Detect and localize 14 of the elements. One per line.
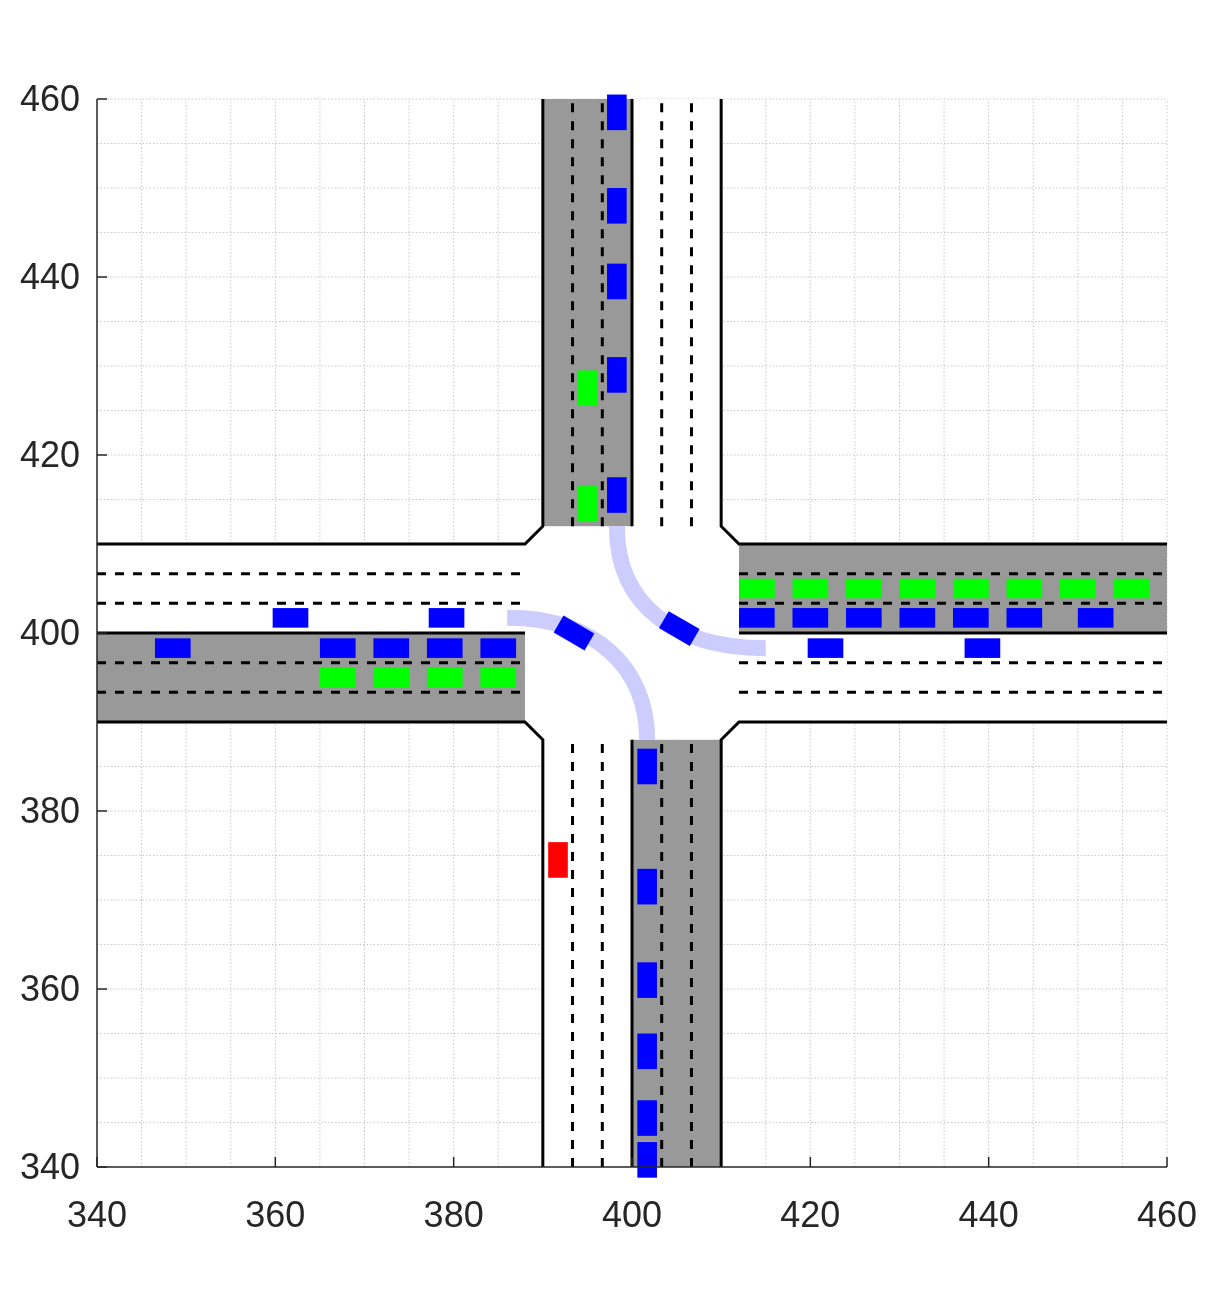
- tick-label: 460: [19, 79, 80, 119]
- tick-label: 420: [19, 435, 80, 475]
- tick-label: 340: [66, 1195, 128, 1235]
- tick-label: 460: [1136, 1195, 1198, 1235]
- tick-label: 340: [19, 1147, 80, 1187]
- tick-label: 440: [958, 1195, 1019, 1235]
- tick-label: 380: [423, 1195, 484, 1235]
- tick-label: 420: [780, 1195, 841, 1235]
- tick-label: 360: [19, 969, 80, 1009]
- tick-label: 400: [19, 613, 80, 653]
- tick-label: 360: [245, 1195, 306, 1235]
- tick-label: 440: [19, 257, 80, 297]
- tick-label: 380: [19, 791, 80, 831]
- tick-label: 400: [601, 1195, 663, 1235]
